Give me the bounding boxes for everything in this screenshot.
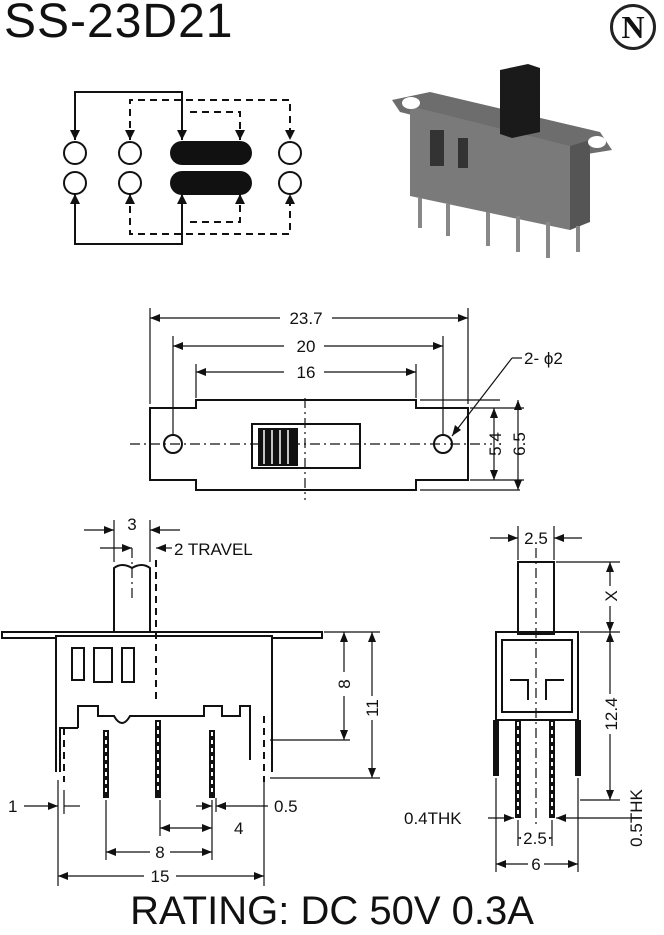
dim-pin-2-5: 2.5 [523, 829, 547, 848]
dim-mount-holes: 2- ϕ2 [524, 349, 563, 368]
dim-height-12-4: 12.4 [602, 697, 621, 730]
side-view: 2.5 X 12.4 0.4THK 0.5THK 2.5 6 [404, 526, 646, 874]
dim-body-width: 16 [297, 363, 316, 382]
dim-flange-depth: 6.5 [510, 432, 529, 456]
dim-knob-width: 3 [127, 515, 136, 534]
dim-pin-pitch-4: 4 [234, 819, 243, 838]
schematic [63, 91, 302, 245]
dim-pin-1: 1 [8, 797, 17, 816]
dim-thk-0-5: 0.5THK [627, 789, 646, 847]
rating-label: RATING: DC 50V 0.3A [130, 889, 534, 933]
dim-knob-2-5: 2.5 [524, 529, 548, 548]
dim-height-8: 8 [335, 679, 354, 688]
dim-knob-height-x: X [602, 590, 621, 601]
dim-body-depth: 5.4 [486, 432, 505, 456]
dim-width-6: 6 [531, 855, 540, 874]
dim-pin-span-8: 8 [155, 843, 164, 862]
dim-pin-thickness: 0.5 [274, 797, 298, 816]
top-view: 23.7 20 16 2- ϕ2 5.4 6.5 [130, 306, 563, 500]
front-view: 3 2 TRAVEL 8 11 1 0.5 4 [1, 515, 382, 886]
switch-3d-illustration [392, 64, 612, 258]
dim-overall-15: 15 [151, 867, 170, 886]
dim-hole-spacing: 20 [297, 337, 316, 356]
part-title: SS-23D21 [4, 0, 234, 48]
dim-thk-0-4: 0.4THK [404, 809, 462, 828]
dim-travel: 2 TRAVEL [174, 540, 253, 559]
dim-width-total: 23.7 [289, 309, 322, 328]
dim-height-11: 11 [363, 699, 382, 717]
brand-logo: N [610, 4, 656, 50]
